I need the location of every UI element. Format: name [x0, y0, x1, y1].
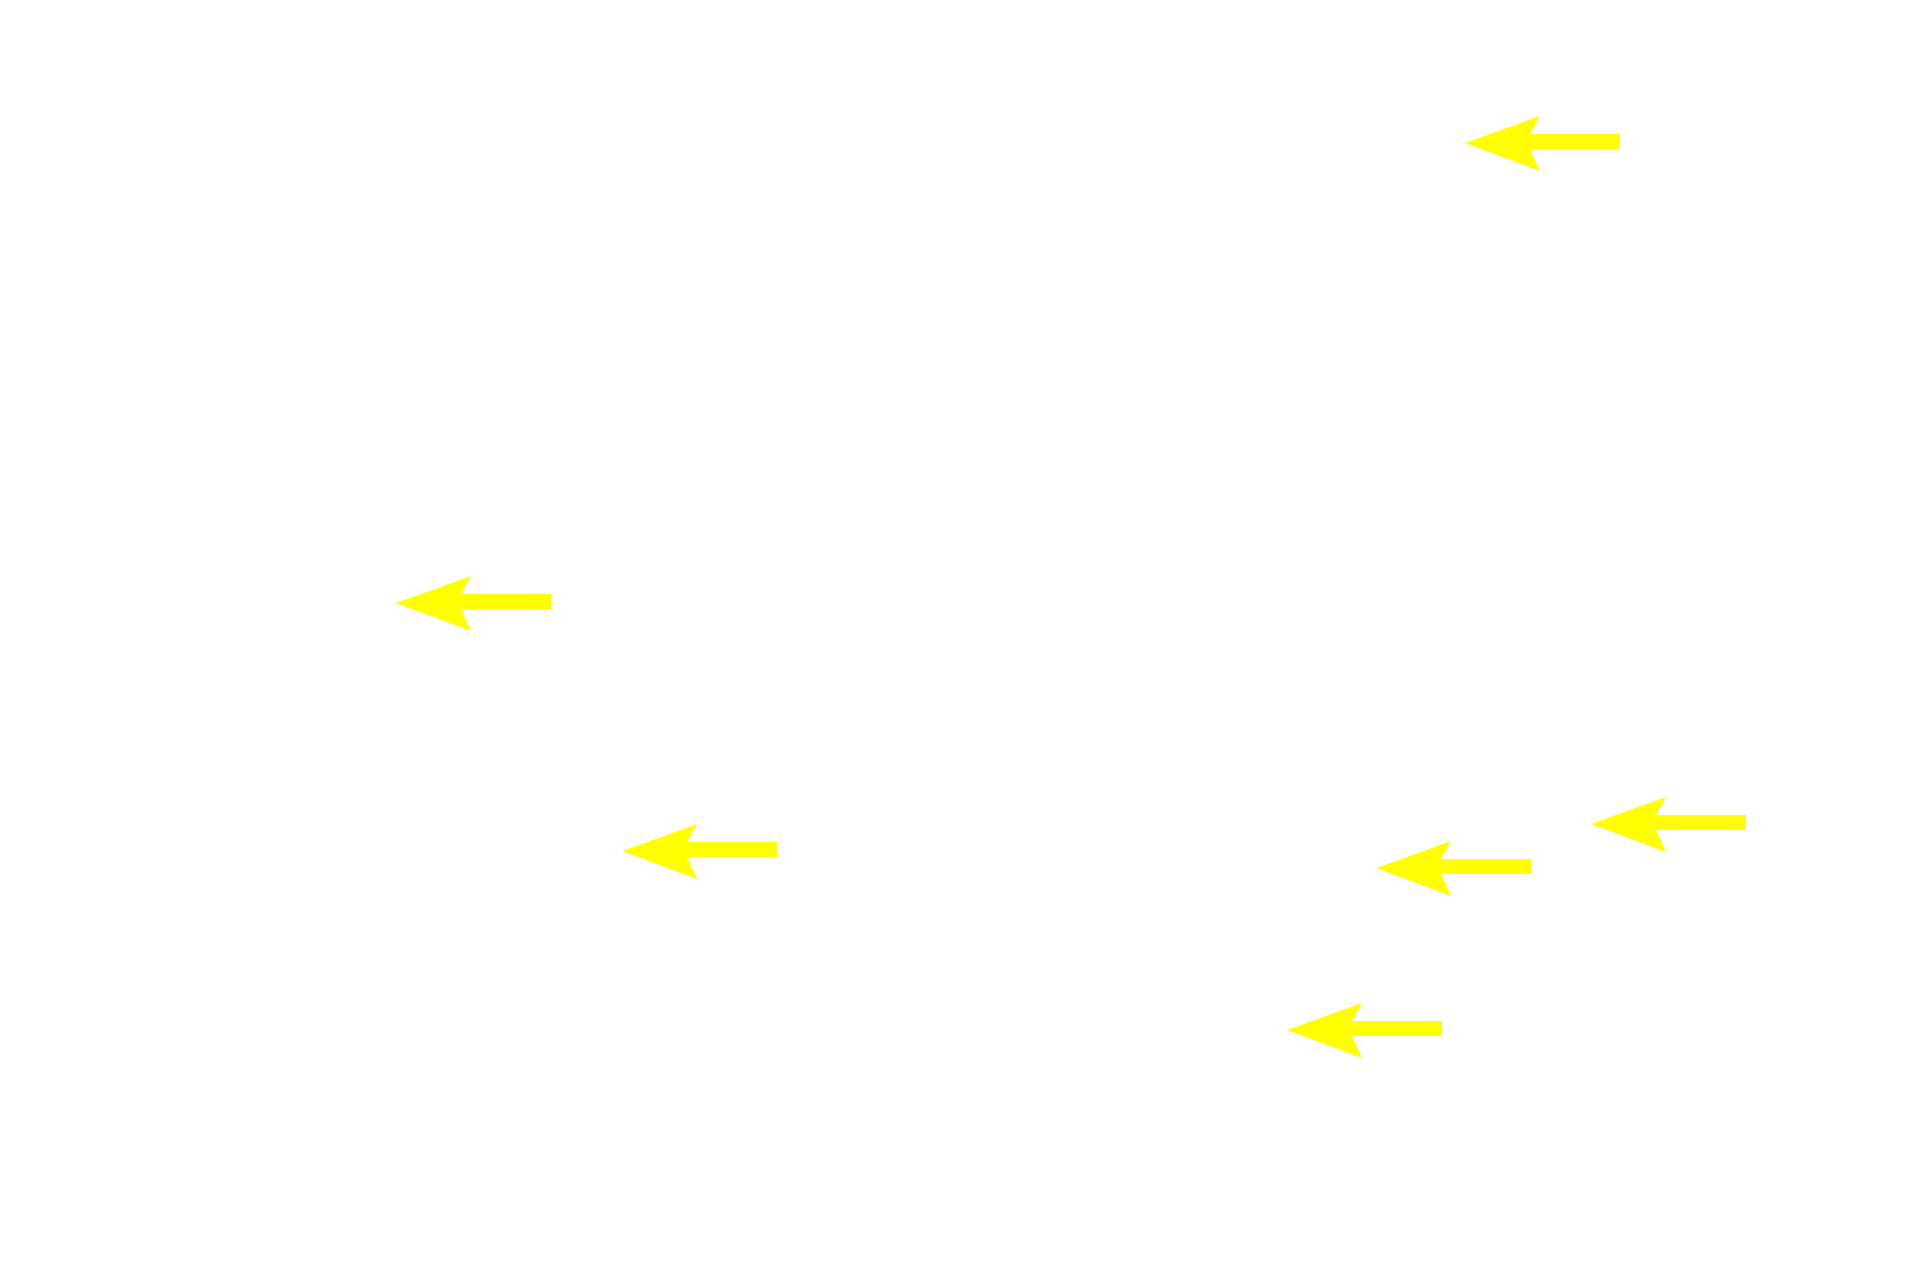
left-arrow-icon	[1287, 1003, 1442, 1058]
left-arrow-icon	[1465, 116, 1620, 171]
left-arrow-icon	[396, 576, 551, 631]
left-arrow-icon	[1591, 797, 1746, 852]
left-arrow-icon	[396, 576, 551, 631]
left-arrow-icon	[1376, 841, 1531, 896]
left-arrow-icon	[1465, 116, 1620, 171]
left-arrow-icon	[1591, 797, 1746, 852]
left-arrow-icon	[622, 824, 777, 879]
left-arrow-icon	[1287, 1003, 1442, 1058]
left-arrow-icon	[1376, 841, 1531, 896]
left-arrow-icon	[622, 824, 777, 879]
